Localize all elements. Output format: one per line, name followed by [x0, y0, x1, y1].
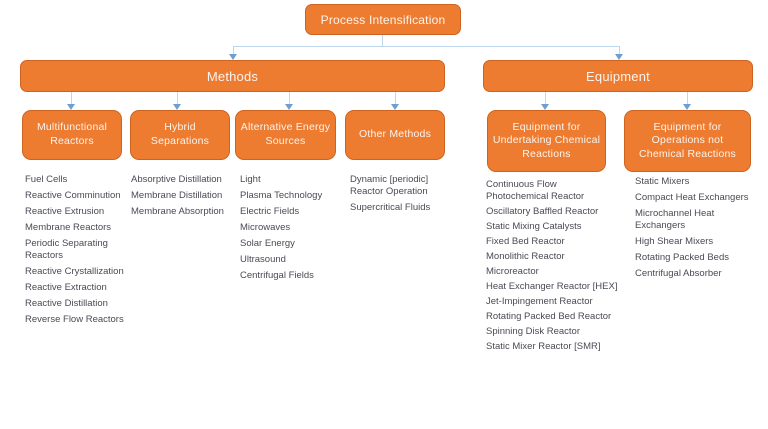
node-equipment-non-chemical: Equipment for Operations not Chemical Re… [624, 110, 751, 172]
arrowhead-icon [229, 54, 237, 60]
list-item: Absorptive Distillation [131, 174, 222, 185]
connector-line [687, 92, 688, 104]
connector-line [233, 46, 619, 47]
list-item: Ultrasound [240, 254, 286, 265]
node-label: Hybrid Separations [150, 121, 210, 147]
node-label: Multifunctional Reactors [36, 121, 108, 147]
connector-line [382, 35, 383, 46]
connector-line [289, 92, 290, 104]
arrowhead-icon [67, 104, 75, 110]
list-item: Light [240, 174, 261, 185]
arrowhead-icon [683, 104, 691, 110]
node-equipment-chemical-reactions: Equipment for Undertaking Chemical React… [487, 110, 606, 172]
connector-line [619, 46, 620, 55]
list-item: Fixed Bed Reactor [486, 236, 565, 247]
list-item: Microreactor [486, 266, 539, 277]
list-item: Static Mixers [635, 176, 690, 187]
list-item: Oscillatory Baffled Reactor [486, 206, 599, 217]
list-item: Microchannel Heat Exchangers [635, 208, 715, 231]
connector-line [177, 92, 178, 104]
connector-line [233, 46, 234, 55]
list-item: Reactive Extrusion [25, 206, 105, 217]
list-item: Membrane Reactors [25, 222, 112, 233]
list-item: Static Mixer Reactor [SMR] [486, 341, 601, 352]
list-item: Spinning Disk Reactor [486, 326, 580, 337]
list-item: Reverse Flow Reactors [25, 314, 124, 325]
list-item: Microwaves [240, 222, 291, 233]
node-label: Other Methods [358, 128, 432, 141]
list-item: High Shear Mixers [635, 236, 714, 247]
list-item: Reactive Distillation [25, 298, 108, 309]
list-item: Solar Energy [240, 238, 295, 249]
node-equipment: Equipment [483, 60, 753, 92]
list-item: Reactive Crystallization [25, 266, 124, 277]
node-label: Process Intensification [320, 12, 446, 27]
list-item: Membrane Distillation [131, 190, 223, 201]
list-item: Reactive Comminution [25, 190, 121, 201]
node-label: Methods [206, 68, 259, 84]
connector-line [71, 92, 72, 104]
list-item: Centrifugal Absorber [635, 268, 722, 279]
node-label: Alternative Energy Sources [240, 121, 331, 147]
list-item: Heat Exchanger Reactor [HEX] [486, 281, 618, 292]
connector-line [395, 92, 396, 104]
list-item: Dynamic [periodic] Reactor Operation [350, 174, 429, 197]
list-item: Fuel Cells [25, 174, 68, 185]
list-item: Periodic Separating Reactors [25, 238, 108, 261]
node-multifunctional-reactors: Multifunctional Reactors [22, 110, 122, 160]
list-item: Membrane Absorption [131, 206, 224, 217]
node-alternative-energy-sources: Alternative Energy Sources [235, 110, 336, 160]
list-item: Monolithic Reactor [486, 251, 565, 262]
arrowhead-icon [391, 104, 399, 110]
list-item: Rotating Packed Bed Reactor [486, 311, 612, 322]
node-other-methods: Other Methods [345, 110, 445, 160]
list-item: Static Mixing Catalysts [486, 221, 582, 232]
list-item: Reactive Extraction [25, 282, 107, 293]
node-methods: Methods [20, 60, 445, 92]
connector-line [545, 92, 546, 104]
node-label: Equipment for Operations not Chemical Re… [639, 120, 736, 160]
list-item: Electric Fields [240, 206, 300, 217]
node-hybrid-separations: Hybrid Separations [130, 110, 230, 160]
list-item: Plasma Technology [240, 190, 323, 201]
list-item: Centrifugal Fields [240, 270, 314, 281]
arrowhead-icon [285, 104, 293, 110]
list-item: Jet-Impingement Reactor [486, 296, 593, 307]
list-item: Continuous Flow Photochemical Reactor [486, 179, 585, 202]
list-item: Supercritical Fluids [350, 202, 431, 213]
arrowhead-icon [615, 54, 623, 60]
node-process-intensification: Process Intensification [305, 4, 461, 35]
arrowhead-icon [541, 104, 549, 110]
node-label: Equipment for Undertaking Chemical React… [492, 120, 601, 160]
list-item: Compact Heat Exchangers [635, 192, 749, 203]
arrowhead-icon [173, 104, 181, 110]
node-label: Equipment [586, 68, 650, 84]
list-item: Rotating Packed Beds [635, 252, 730, 263]
